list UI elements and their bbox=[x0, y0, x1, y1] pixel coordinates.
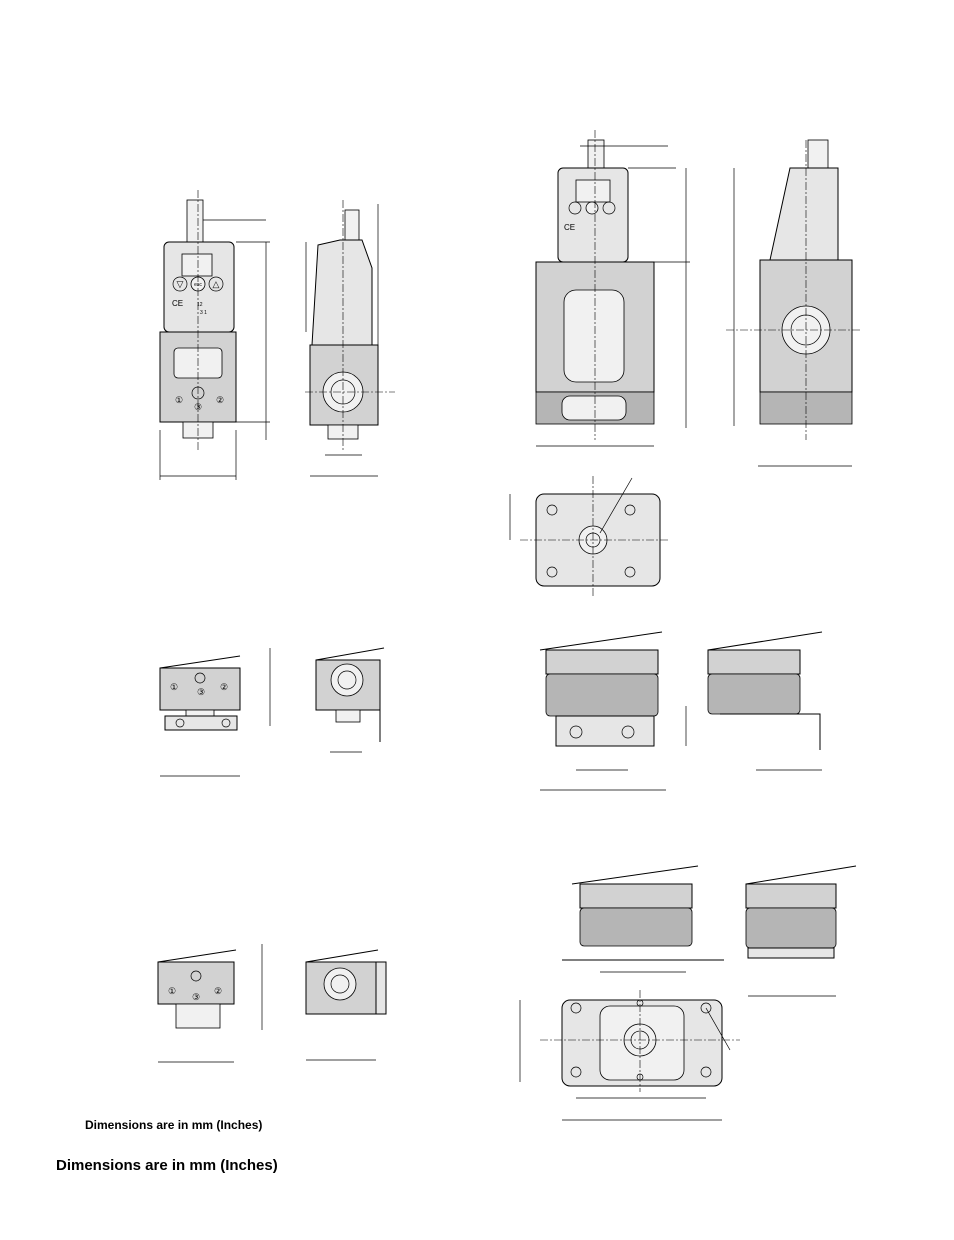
small-unit-front-view: ▽ esc △ CE 12 3 1 ① ② ③ bbox=[159, 190, 270, 480]
ce-mark: CE bbox=[172, 299, 183, 308]
large-unit-side-view bbox=[726, 139, 860, 467]
small-unit-bracket-front-view: ① ② ③ bbox=[159, 648, 271, 777]
large-unit-bottom-view bbox=[509, 476, 668, 596]
keypad-down-key: ▽ bbox=[177, 279, 184, 289]
small-unit-panel-front-view: ① ② ③ bbox=[157, 944, 263, 1063]
large-unit-bracket-front-view bbox=[539, 631, 687, 791]
schematic-label: 12 bbox=[197, 302, 203, 308]
panel-port-2-label: ② bbox=[214, 986, 222, 996]
large-unit-bracket-side-view bbox=[707, 631, 823, 771]
large-unit-panel-side-view bbox=[745, 865, 857, 997]
bracket-port-1-label: ① bbox=[170, 682, 178, 692]
small-unit-side-view bbox=[305, 200, 395, 477]
large-unit-panel-plate-view bbox=[519, 990, 740, 1121]
panel-port-3-label: ③ bbox=[192, 992, 200, 1002]
port-1-label: ① bbox=[175, 395, 183, 405]
large-unit-front-view: CE bbox=[535, 130, 690, 447]
panel-port-1-label: ① bbox=[168, 986, 176, 996]
bracket-port-2-label: ② bbox=[220, 682, 228, 692]
port-2-label: ② bbox=[216, 395, 224, 405]
dimensions-units-note-small: Dimensions are in mm (Inches) bbox=[85, 1118, 263, 1132]
small-unit-panel-side-view bbox=[305, 949, 387, 1061]
small-unit-bracket-side-view bbox=[315, 647, 385, 753]
bracket-port-3-label: ③ bbox=[197, 687, 205, 697]
keypad-up-key: △ bbox=[213, 279, 220, 289]
large-unit-panel-front-view bbox=[562, 865, 724, 973]
schematic-ports: 3 1 bbox=[200, 310, 207, 316]
large-ce-mark: CE bbox=[564, 223, 575, 232]
dimensions-units-note: Dimensions are in mm (Inches) bbox=[56, 1157, 278, 1174]
